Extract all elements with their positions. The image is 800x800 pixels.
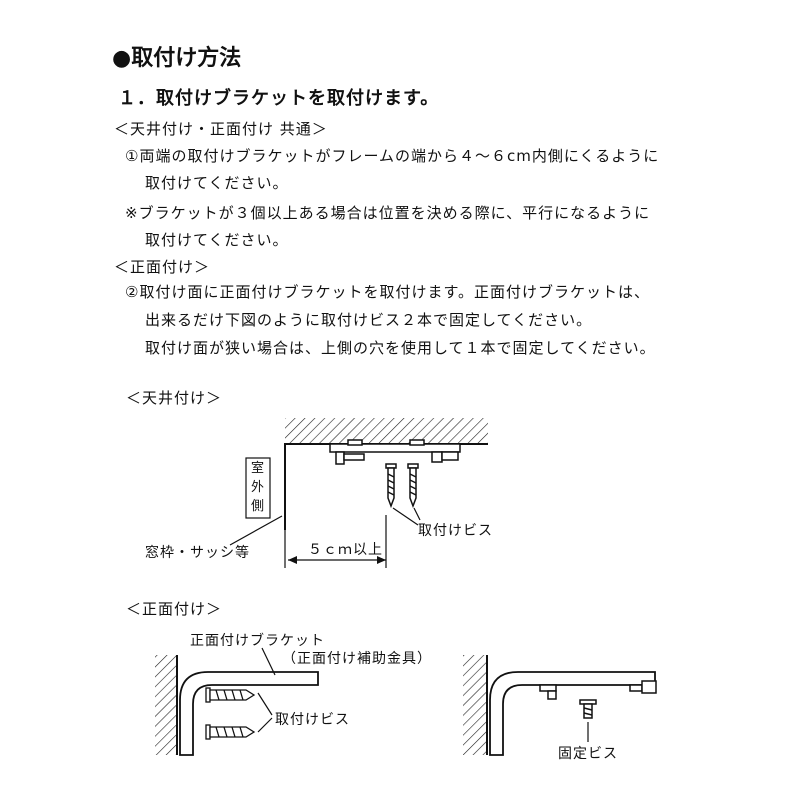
ceiling-bracket xyxy=(329,439,461,465)
front-bracket-sub-label: （正面付け補助金具） xyxy=(282,651,432,667)
front-bracket-left xyxy=(179,671,319,756)
front-instruction-2-cont: 出来るだけ下図のように取付けビス２本で固定してください。 xyxy=(145,311,593,329)
front-screws-left xyxy=(205,687,256,740)
common-instruction-1: ①両端の取付けブラケットがフレームの端から４～６cm内側にくるように xyxy=(125,147,660,165)
common-section-title: ＜天井付け・正面付け 共通＞ xyxy=(114,120,328,138)
step-1-title: １．取付けブラケットを取付けます。 xyxy=(118,88,440,109)
front-screw-label: 取付けビス xyxy=(275,712,350,728)
front-section-title: ＜正面付け＞ xyxy=(114,258,211,276)
outdoor-side-box xyxy=(245,457,271,519)
front-mount-diagram-two-screws xyxy=(155,647,319,756)
ceiling-mount-diagram xyxy=(229,418,488,568)
front-wall-right xyxy=(463,655,487,755)
fixed-screw-label: 固定ビス xyxy=(558,746,618,762)
front-mount-diagram-one-screw xyxy=(463,655,657,756)
common-instruction-1-cont: 取付けてください。 xyxy=(145,174,289,192)
front-wall-left xyxy=(155,655,177,755)
outdoor-side-label: 室外側 xyxy=(251,461,266,514)
distance-label: ５ｃｍ以上 xyxy=(308,542,383,558)
common-note-cont: 取付けてください。 xyxy=(145,231,289,249)
front-instruction-2: ②取付け面に正面付けブラケットを取付けます。正面付けブラケットは、 xyxy=(125,283,650,301)
front-diagram-title: ＜正面付け＞ xyxy=(126,600,223,618)
front-bracket-label: 正面付けブラケット xyxy=(190,633,325,649)
ceiling-screw-label: 取付けビス xyxy=(418,523,493,539)
ceiling-screws xyxy=(385,463,419,509)
frame-label: 窓枠・サッシ等 xyxy=(145,545,250,561)
page-heading: ●取付け方法 xyxy=(112,46,242,71)
ceiling-surface xyxy=(285,418,488,444)
common-note: ※ブラケットが３個以上ある場合は位置を決める際に、平行になるように xyxy=(125,204,651,222)
front-instruction-2-narrow: 取付け面が狭い場合は、上側の穴を使用して１本で固定してください。 xyxy=(145,339,656,357)
fixed-screw xyxy=(579,699,597,719)
ceiling-diagram-title: ＜天井付け＞ xyxy=(126,389,223,407)
